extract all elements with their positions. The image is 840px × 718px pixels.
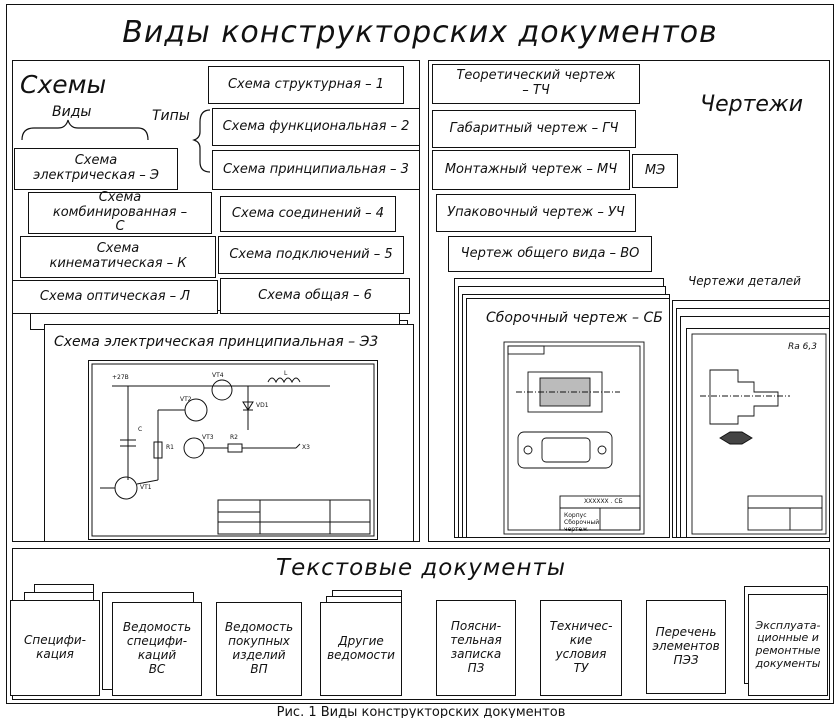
assembly-code: ХХХХХХ . СБ xyxy=(584,498,623,505)
drawing-installation: Монтажный чертеж – МЧ xyxy=(432,150,630,190)
circuit-label-vt3: VT3 xyxy=(202,434,214,441)
circuit-label-r1: R1 xyxy=(166,444,174,451)
page-title: Виды конструкторских документов xyxy=(122,14,718,50)
types-label: Типы xyxy=(152,108,190,124)
kind-kinematic: Схема кинематическая – К xyxy=(20,236,216,278)
circuit-label-vt1: VT1 xyxy=(140,484,152,491)
circuit-label-vd1: VD1 xyxy=(256,402,269,409)
type-structural: Схема структурная – 1 xyxy=(208,66,404,104)
doc-explanatory: Поясни- тельная записка ПЗ xyxy=(436,600,516,696)
doc-operational: Эксплуата- ционные и ремонтные документы xyxy=(748,594,828,696)
circuit-label-vt2: VT2 xyxy=(180,396,192,403)
type-connections: Схема соединений – 4 xyxy=(220,196,396,232)
doc-technical-conditions: Техничес- кие условия ТУ xyxy=(540,600,622,696)
drawing-general-view: Чертеж общего вида – ВО xyxy=(448,236,652,272)
roughness-mark: Ra 6,3 xyxy=(788,342,817,352)
type-principal: Схема принципиальная – 3 xyxy=(212,150,420,190)
text-docs-header: Текстовые документы xyxy=(276,554,566,581)
circuit-label-vt4: VT4 xyxy=(212,372,224,379)
drawing-theoretical: Теоретический чертеж – ТЧ xyxy=(432,64,640,104)
kind-electrical: Схема электрическая – Э xyxy=(14,148,178,190)
drawing-packaging: Упаковочный чертеж – УЧ xyxy=(436,194,636,232)
type-attachments: Схема подключений – 5 xyxy=(218,236,404,274)
example-title: Схема электрическая принципиальная – Э3 xyxy=(54,334,379,350)
doc-element-list: Перечень элементов ПЭЗ xyxy=(646,600,726,694)
circuit-voltage: +27В xyxy=(112,374,129,381)
me-box: МЭ xyxy=(632,154,678,188)
doc-other-lists: Другие ведомости xyxy=(320,602,402,696)
doc-purchased: Ведомость покупных изделий ВП xyxy=(216,602,302,696)
doc-specification: Специфи- кация xyxy=(10,600,100,696)
assembly-label: Сборочный чертеж – СБ xyxy=(486,310,663,326)
circuit-label-c: C xyxy=(138,426,143,433)
type-general: Схема общая – 6 xyxy=(220,278,410,314)
circuit-label-l: L xyxy=(284,370,288,377)
kind-optical: Схема оптическая – Л xyxy=(12,280,218,314)
assembly-sheet xyxy=(466,298,670,538)
details-label: Чертежи деталей xyxy=(688,274,801,288)
type-functional: Схема функциональная – 2 xyxy=(212,108,420,146)
drawing-overall: Габаритный чертеж – ГЧ xyxy=(432,110,636,148)
circuit-label-x3: X3 xyxy=(302,444,310,451)
kind-combined: Схема комбинированная – С xyxy=(28,190,212,234)
schemes-header: Схемы xyxy=(20,70,107,99)
assembly-caption: Корпус Сборочный чертеж xyxy=(564,512,600,533)
circuit-label-r2: R2 xyxy=(230,434,238,441)
doc-spec-list: Ведомость специфи- каций ВС xyxy=(112,602,202,696)
kinds-label: Виды xyxy=(52,104,92,120)
detail-sheet xyxy=(686,328,830,538)
drawings-header: Чертежи xyxy=(700,92,804,117)
footer-caption: Рис. 1 Виды конструкторских документов xyxy=(276,706,566,718)
